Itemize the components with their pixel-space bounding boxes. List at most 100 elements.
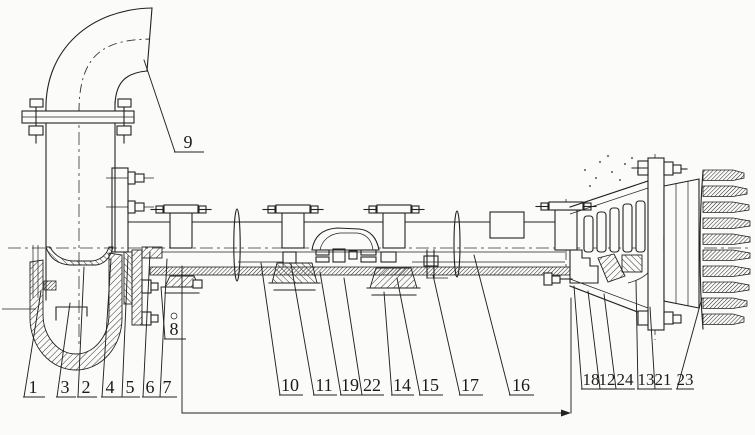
side-bolt-1-nut <box>134 173 145 183</box>
elbow-centerline-arc <box>78 38 151 113</box>
leader-line-3 <box>56 302 71 398</box>
leader-line-19 <box>319 271 342 396</box>
gear-teeth <box>702 169 751 325</box>
elbow-outer-curve <box>45 7 153 113</box>
support-3 <box>363 204 425 249</box>
leader-line-5 <box>121 255 129 398</box>
pipe-side-flange <box>106 167 154 253</box>
weld-ring-1 <box>233 208 241 282</box>
nozzle-cup-section <box>29 245 123 371</box>
span-bracket <box>181 265 572 417</box>
inner-pipe-bracket <box>423 249 448 279</box>
side-bolt-2 <box>127 200 136 214</box>
leader-line-14 <box>383 291 393 396</box>
clamp-bolt-left-nut <box>28 125 44 136</box>
support-2-post <box>281 212 305 249</box>
part-label-4: 4 <box>106 377 115 397</box>
packing-wedge <box>597 253 626 283</box>
support-1-flange <box>163 204 199 214</box>
elbow-inner-curve <box>114 70 148 105</box>
side-flange-plate <box>111 167 129 253</box>
gear-wheel <box>699 169 751 330</box>
cup-wall-hatched <box>29 252 123 371</box>
gland-bolt-nut <box>543 272 553 286</box>
elbow-mouth-edge <box>146 7 153 72</box>
flange-bolt-1-nut <box>150 282 159 291</box>
weld-ring-2 <box>453 210 461 278</box>
leader-line-2 <box>77 266 85 398</box>
leader-line-12 <box>587 290 601 390</box>
expansion-cone <box>569 155 649 317</box>
foot-hole <box>170 312 178 320</box>
connection-flange <box>123 246 163 326</box>
part-label-21: 21 <box>655 370 672 389</box>
flange-bolt-1 <box>141 279 152 294</box>
span-bracket-line <box>181 265 569 414</box>
part-labels: 1 3 2 4 5 6 7 8 9 10 11 19 22 14 15 17 1… <box>29 132 694 397</box>
end-flange-plate <box>647 157 665 331</box>
leader-line-21 <box>649 306 656 390</box>
flange-top-connector <box>141 246 163 259</box>
leader-line-10 <box>260 262 281 396</box>
support-4-post <box>554 209 578 251</box>
elbow-pipe <box>45 7 153 301</box>
part-label-22: 22 <box>363 375 381 395</box>
part-label-16: 16 <box>512 375 530 395</box>
drum-body <box>663 178 700 309</box>
part-label-14: 14 <box>393 375 411 395</box>
leader-line-18 <box>573 285 583 390</box>
flange-bolt-2-nut <box>150 314 159 323</box>
flange-bolt-bottom <box>637 310 682 326</box>
leader-line-23 <box>676 297 703 390</box>
tag-plate-box <box>489 211 525 239</box>
cone-rib-slots <box>583 200 646 253</box>
foot-bolt <box>192 279 203 289</box>
label-underlines <box>23 151 694 398</box>
leader-line-15 <box>396 277 421 396</box>
part-label-1: 1 <box>29 377 38 397</box>
support-1-post <box>169 212 193 249</box>
mixer-housing-dome <box>311 227 380 251</box>
part-label-23: 23 <box>677 370 694 389</box>
support-3-post <box>382 212 406 249</box>
support-2 <box>262 204 324 249</box>
casting-speckle <box>584 155 639 187</box>
leader-lines <box>23 59 703 398</box>
part-label-24: 24 <box>617 370 635 389</box>
leader-line-17 <box>432 274 461 396</box>
support-1-foot <box>161 275 203 320</box>
support-4-flange <box>548 201 584 211</box>
leader-line-11 <box>290 263 315 396</box>
part-label-15: 15 <box>421 375 439 395</box>
gear-left-edge <box>699 170 704 330</box>
part-label-9: 9 <box>184 132 193 152</box>
gland-bolt-washer <box>551 275 561 284</box>
leader-line-24 <box>603 293 617 390</box>
flange-plate-b <box>131 249 143 326</box>
leader-line-16 <box>473 254 511 396</box>
leader-line-13 <box>635 280 639 390</box>
part-label-2: 2 <box>82 377 91 397</box>
pipe-clamp-bracket <box>21 98 135 144</box>
clamp-bolt-left-topnut <box>29 98 44 108</box>
part-label-5: 5 <box>126 377 135 397</box>
gland-block <box>621 254 643 273</box>
tube-bottom-hatched-wall <box>149 266 571 276</box>
cup-lug <box>43 280 57 291</box>
leader-line-6 <box>142 251 151 398</box>
part-label-6: 6 <box>146 377 155 397</box>
clamp-bolt-right-topnut <box>117 98 132 108</box>
side-bolt-2-nut <box>134 202 145 212</box>
leader-line-4 <box>101 258 112 398</box>
part-label-13: 13 <box>638 370 655 389</box>
stepped-gland <box>569 249 599 284</box>
part-label-17: 17 <box>461 375 479 395</box>
support-2-flange <box>275 204 311 214</box>
mixer-internals <box>315 248 377 263</box>
hub-drum <box>663 178 700 309</box>
clamp-bolt-right-nut <box>116 125 132 136</box>
side-bolt-1 <box>127 171 136 185</box>
part-label-8: 8 <box>170 319 179 339</box>
support-3-saddle <box>366 251 421 296</box>
part-label-11: 11 <box>315 375 332 395</box>
